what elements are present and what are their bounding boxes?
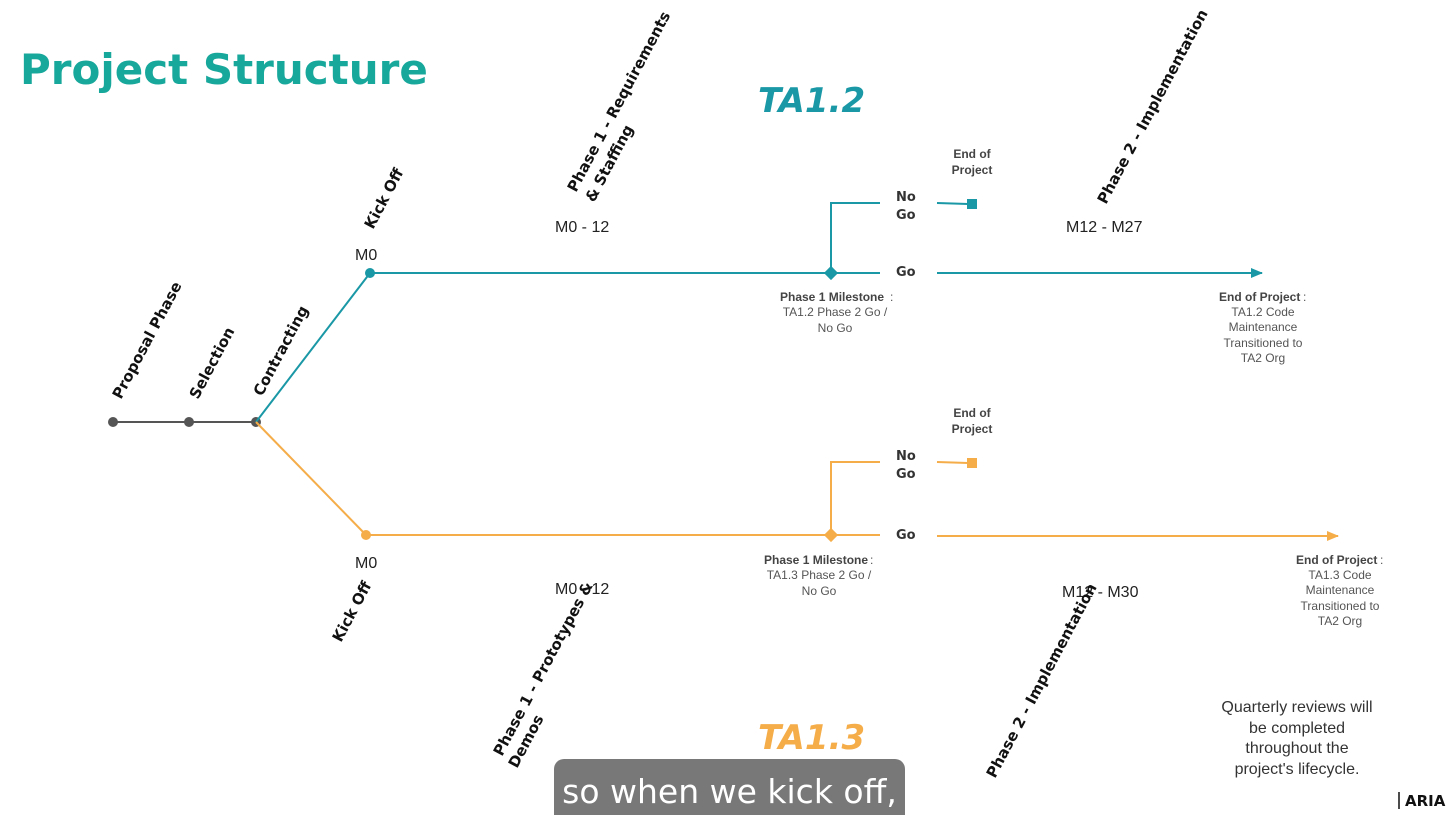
ta12-m0-label: M0 [355,247,377,264]
ta12-phase2-months: M12 - M27 [1066,219,1143,236]
ta12-nogo-line1: No [896,190,916,205]
ta12-phase1-months: M0 - 12 [555,219,609,236]
ta13-nogo-line [936,461,969,464]
ta12-kickoff-label: Kick Off [361,165,408,232]
ta13-nogo-line2: Go [896,467,916,482]
ta13-end-line1: TA1.3 Code [1308,568,1371,582]
ta13-end-nogo-line1: End of [953,406,991,420]
note-line1: Quarterly reviews will [1221,699,1372,716]
ta12-end-label: End of Project [1219,290,1300,304]
ta13-end-nogo-marker [967,458,977,468]
ta12-milestone-colon: : [890,290,893,304]
ta12-end-line1: TA1.2 Code [1231,305,1294,319]
ta12-milestone-line1: TA1.2 Phase 2 Go / [783,305,888,319]
ta13-nogo-branch [830,461,880,535]
proposal-phase-label: Proposal Phase [109,279,186,402]
ta13-milestone-line1: TA1.3 Phase 2 Go / [767,568,872,582]
selection-label: Selection [186,324,239,402]
ta12-end-line4: TA2 Org [1241,351,1285,365]
video-caption: so when we kick off, [554,759,905,815]
ta13-kickoff-label: Kick Off [329,578,376,645]
ta12-milestone-line2: No Go [818,321,853,335]
ta13-end-line2: Maintenance [1306,583,1375,597]
ta12-kickoff-dot [365,268,375,278]
ta13-end-line3: Transitioned to [1301,599,1380,613]
ta13-phase1-line1: Phase 1 - Prototypes & [490,579,597,759]
ta13-phase2-label: Phase 2 - Implementation [983,580,1101,781]
ta13-kickoff-dot [361,530,371,540]
note-line2: be completed [1249,720,1345,737]
page-title: Project Structure [20,45,428,94]
ta13-title: TA1.3 [758,718,865,758]
ta13-end-line4: TA2 Org [1318,614,1362,628]
ta13-milestone-colon: : [870,553,873,567]
ta13-branch-line [255,421,367,536]
ta13-milestone-line2: No Go [802,584,837,598]
ta12-end-line3: Transitioned to [1224,336,1303,350]
proposal-phase-dot [108,417,118,427]
ta12-nogo-branch [830,202,880,273]
ta13-end-colon: : [1380,553,1383,567]
contracting-label: Contracting [250,303,313,399]
ta12-go-label: Go [896,265,916,280]
ta12-end-nogo-marker [967,199,977,209]
ta12-nogo-line2: Go [896,208,916,223]
ta13-milestone-marker [823,527,839,543]
selection-dot [184,417,194,427]
ta13-nogo-line1: No [896,449,916,464]
ta12-title: TA1.2 [758,81,865,121]
ta12-milestone-marker [823,265,839,281]
ta13-milestone-label: Phase 1 Milestone [764,553,868,567]
ta13-end-nogo-line2: Project [952,422,993,436]
ta13-phase1-months: M0 - 12 [555,581,609,598]
ta12-end-nogo-line1: End of [953,147,991,161]
brand-logo: ARIA [1405,792,1446,810]
note-line3: throughout the [1245,740,1348,757]
ta12-end-nogo-line2: Project [952,163,993,177]
ta12-end-line2: Maintenance [1229,320,1298,334]
ta13-m0-label: M0 [355,555,377,572]
ta12-phase1-line1: Phase 1 - Requirements [564,8,675,195]
ta13-track: TA1.3 M0 Kick Off M0 - 12 Phase 1 - Prot… [255,406,1383,781]
ta12-milestone-label: Phase 1 Milestone [780,290,884,304]
ta13-end-label: End of Project [1296,553,1377,567]
ta13-phase2-months: M12 - M30 [1062,584,1139,601]
ta12-end-colon: : [1303,290,1306,304]
ta12-branch-line [255,272,371,423]
ta13-go-label: Go [896,528,916,543]
note-line4: project's lifecycle. [1235,761,1360,778]
ta12-phase2-label: Phase 2 - Implementation [1094,6,1212,207]
ta12-nogo-line [936,202,969,205]
